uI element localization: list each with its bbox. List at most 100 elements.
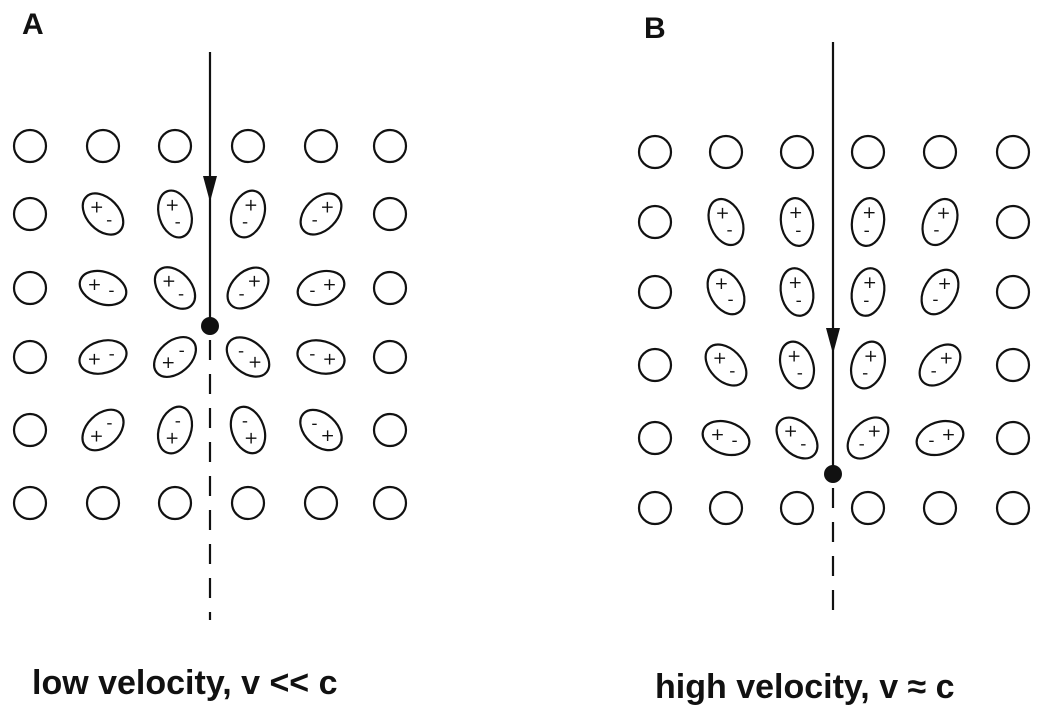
atom-b-r4c3-polarized: -+ (778, 340, 816, 390)
negative-charge-sign: - (932, 290, 938, 310)
positive-charge-sign: + (789, 203, 803, 223)
atom-b-r6c3 (779, 490, 815, 526)
positive-charge-sign: + (714, 274, 728, 294)
atom-a-r6c1 (12, 485, 48, 521)
atom-b-r2c4-polarized: -+ (850, 197, 886, 247)
negative-charge-sign: - (862, 364, 868, 384)
atom-b-r1c3 (779, 134, 815, 170)
negative-charge-sign: - (312, 210, 318, 230)
negative-charge-sign: - (178, 285, 184, 305)
negative-charge-sign: - (726, 220, 732, 240)
positive-charge-sign: + (864, 346, 878, 366)
atom-b-r5c2-polarized: -+ (701, 419, 751, 457)
atom-a-r6c6 (372, 485, 408, 521)
atom-b-r3c4-polarized: -+ (850, 267, 886, 317)
negative-charge-sign: - (106, 414, 112, 434)
negative-charge-sign: - (239, 284, 245, 304)
polarized-atom-outline (779, 197, 815, 247)
positive-charge-sign: + (87, 275, 101, 295)
polarized-atom-outline (225, 336, 271, 378)
positive-charge-sign: + (939, 349, 953, 369)
polarized-atom-outline (153, 335, 197, 379)
atom-a-r6c5 (303, 485, 339, 521)
polarized-atom-outline (918, 343, 962, 387)
polarized-atom-outline (846, 416, 890, 460)
atom-a-r1c1 (12, 128, 48, 164)
polarized-atom-outline (849, 340, 887, 390)
atom-a-r2c5-polarized: -+ (299, 192, 343, 236)
negative-charge-sign: - (863, 291, 869, 311)
polarized-atom-outline (229, 189, 267, 239)
negative-charge-sign: - (242, 213, 248, 233)
polarized-atom-outline (778, 340, 816, 390)
positive-charge-sign: + (784, 422, 798, 442)
negative-charge-sign: - (795, 221, 801, 241)
positive-charge-sign: + (787, 346, 801, 366)
positive-charge-sign: + (89, 426, 103, 446)
panel-b-label: B (644, 12, 666, 45)
positive-charge-sign: + (244, 428, 258, 448)
atom-b-r5c5-polarized: -+ (915, 419, 965, 457)
negative-charge-sign: - (238, 341, 244, 361)
polarized-atom-outline (850, 267, 886, 317)
atom-a-r2c2-polarized: -+ (81, 192, 125, 236)
atom-a-r4c5-polarized: -+ (296, 339, 346, 375)
atom-a-r1c6 (372, 128, 408, 164)
panel-a-charged-particle (201, 317, 219, 335)
atom-b-r2c3-polarized: -+ (779, 197, 815, 247)
atom-b-r3c2-polarized: -+ (706, 268, 746, 316)
positive-charge-sign: + (788, 273, 802, 293)
negative-charge-sign: - (109, 344, 115, 364)
polarized-atom-outline (78, 339, 128, 375)
panel-b-direction-arrowhead (826, 328, 840, 354)
atom-a-r5c5-polarized: -+ (299, 408, 343, 452)
negative-charge-sign: - (797, 364, 803, 384)
atom-a-r3c4-polarized: -+ (226, 266, 270, 310)
negative-charge-sign: - (175, 213, 181, 233)
atom-b-r6c4 (850, 490, 886, 526)
negative-charge-sign: - (311, 414, 317, 434)
polarized-atom-outline (299, 408, 343, 452)
polarized-atom-outline (779, 267, 815, 317)
polarized-atom-outline (153, 266, 197, 310)
atom-a-r1c4 (230, 128, 266, 164)
atom-b-r2c5-polarized: -+ (921, 197, 959, 247)
atom-a-r3c1 (12, 270, 48, 306)
positive-charge-sign: + (320, 426, 334, 446)
positive-charge-sign: + (323, 349, 337, 369)
atom-b-r5c1 (637, 420, 673, 456)
positive-charge-sign: + (715, 204, 729, 224)
panel-b-charged-particle (824, 465, 842, 483)
polarized-atom-outline (81, 408, 125, 452)
atom-a-r4c1 (12, 339, 48, 375)
atom-a-r3c5-polarized: -+ (296, 269, 346, 307)
atom-b-r1c2 (708, 134, 744, 170)
negative-charge-sign: - (731, 431, 737, 451)
negative-charge-sign: - (108, 281, 114, 301)
polarized-atom-outline (299, 192, 343, 236)
positive-charge-sign: + (90, 197, 104, 217)
positive-charge-sign: + (162, 271, 176, 291)
atom-a-r1c5 (303, 128, 339, 164)
atom-a-r6c3 (157, 485, 193, 521)
positive-charge-sign: + (320, 198, 334, 218)
atom-a-r5c1 (12, 412, 48, 448)
negative-charge-sign: - (928, 431, 934, 451)
polarized-atom-outline (156, 405, 194, 455)
polarized-atom-outline (78, 269, 128, 307)
atom-a-r2c6 (372, 196, 408, 232)
atom-a-r4c6 (372, 339, 408, 375)
positive-charge-sign: + (713, 349, 727, 369)
atom-a-r5c3-polarized: -+ (156, 405, 194, 455)
positive-charge-sign: + (247, 272, 261, 292)
polarized-atom-outline (706, 268, 746, 316)
negative-charge-sign: - (106, 211, 112, 231)
atom-a-r4c3-polarized: -+ (153, 335, 197, 379)
panel-a: A -+-+-+-+-+-+-+-+-+-+-+-+-+-+-+-+ low v… (12, 8, 408, 702)
polarized-atom-outline (850, 197, 886, 247)
polarized-atom-outline (707, 197, 745, 247)
negative-charge-sign: - (175, 411, 181, 431)
atom-b-r1c4 (850, 134, 886, 170)
polarized-atom-outline (226, 266, 270, 310)
positive-charge-sign: + (937, 274, 951, 294)
